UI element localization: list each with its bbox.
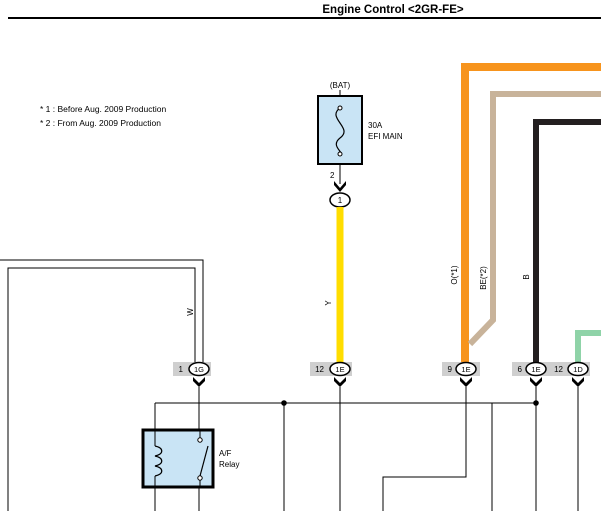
pin-number: 12 [554, 365, 563, 374]
fuse-element-icon [335, 107, 345, 155]
wire-be [467, 91, 601, 347]
pin-number: 9 [448, 365, 453, 374]
wire-label-w: W [186, 308, 195, 316]
pin-number: 12 [315, 365, 324, 374]
relay-coil-icon [154, 445, 163, 477]
pin-number: 1 [179, 365, 184, 374]
relay-switch-icon [199, 445, 209, 477]
junction-1d-12: 12 1D [550, 361, 590, 387]
connector-id: 1E [335, 365, 344, 374]
connector-arrow-icon [193, 377, 205, 387]
connector-oval [188, 361, 210, 377]
junction-1e-12: 12 1E [310, 361, 352, 387]
connector-oval [567, 361, 589, 377]
connector-arrow-icon [572, 377, 584, 387]
junction-1e-9: 9 1E [442, 361, 480, 387]
connector-oval [525, 361, 547, 377]
fuse-name: EFI MAIN [368, 132, 403, 141]
fuse-rating: 30A [368, 121, 383, 130]
connector-id: 1E [461, 365, 470, 374]
fuse-pin-number: 2 [330, 171, 335, 180]
wire-label-be: BE(*2) [479, 266, 488, 290]
splice-point [281, 400, 287, 406]
wire-w [0, 259, 204, 511]
fuse-source-label: (BAT) [330, 81, 351, 90]
connector-arrow-icon [460, 377, 472, 387]
wire-g [575, 330, 601, 362]
connector-arrow-icon [334, 377, 346, 387]
pin-number: 6 [518, 365, 523, 374]
relay-contact-icon [197, 475, 203, 481]
connector-id: 1G [194, 365, 204, 374]
wire-b [533, 119, 601, 362]
junction-1e-6: 6 1E [512, 361, 550, 387]
connector-oval [329, 361, 351, 377]
wire-o [461, 63, 601, 362]
lower-wiring [154, 387, 579, 511]
fuse-terminal-bottom [337, 151, 343, 157]
connector-id: 1E [531, 365, 540, 374]
wire-label-y: Y [324, 300, 333, 306]
note-2: * 2 : From Aug. 2009 Production [40, 118, 161, 128]
page-title: Engine Control <2GR-FE> [322, 4, 463, 16]
wire-label-o: O(*1) [450, 265, 459, 284]
junction-1g: 1 1G [173, 361, 211, 387]
note-1: * 1 : Before Aug. 2009 Production [40, 104, 166, 114]
connector-arrow-icon [530, 377, 542, 387]
wire-label-b: B [522, 274, 531, 279]
splice-point [533, 400, 539, 406]
connector-oval [455, 361, 477, 377]
fuse-terminal-top [337, 105, 343, 111]
relay-label-line1: A/F [219, 449, 232, 458]
connector-id: 1D [573, 365, 583, 374]
relay-contact-icon [197, 437, 203, 443]
fuse-pin-arrow-icon [334, 181, 346, 192]
fuse-connector-number: 1 [338, 196, 343, 205]
relay-label-line2: Relay [219, 460, 239, 469]
